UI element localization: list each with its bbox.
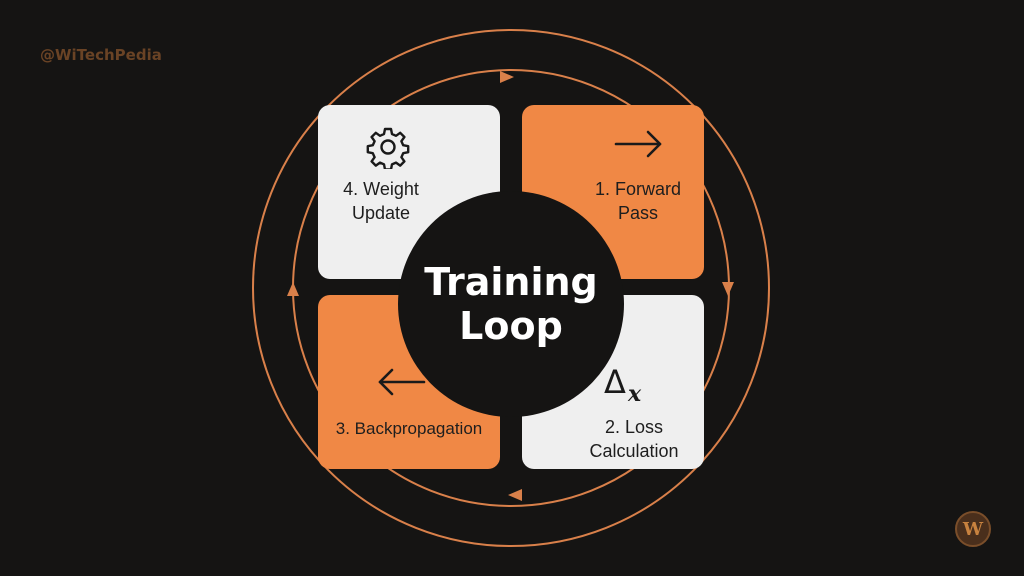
gear-icon [366, 125, 410, 174]
ring-arrow-bottom [508, 489, 522, 501]
delta-subscript: x [628, 381, 642, 407]
arrow-left-icon [376, 367, 426, 402]
witechpedia-logo-icon: W [955, 511, 991, 547]
ring-arrow-left [287, 282, 299, 296]
watermark: @WiTechPedia [40, 46, 162, 64]
step-label: 1. Forward Pass [594, 179, 682, 223]
delta-x-icon: Δ [604, 363, 626, 401]
ring-arrow-right [722, 282, 734, 296]
outer-ring [252, 29, 770, 547]
ring-arrow-top [500, 71, 514, 83]
step-label: 4. Weight Update [343, 179, 419, 223]
step-label: 3. Backpropagation [335, 419, 483, 438]
arrow-right-icon [614, 129, 664, 164]
center-title: Training Loop [424, 260, 598, 348]
step-label: 2. Loss Calculation [589, 417, 679, 461]
center-hub: Training Loop [398, 191, 624, 417]
